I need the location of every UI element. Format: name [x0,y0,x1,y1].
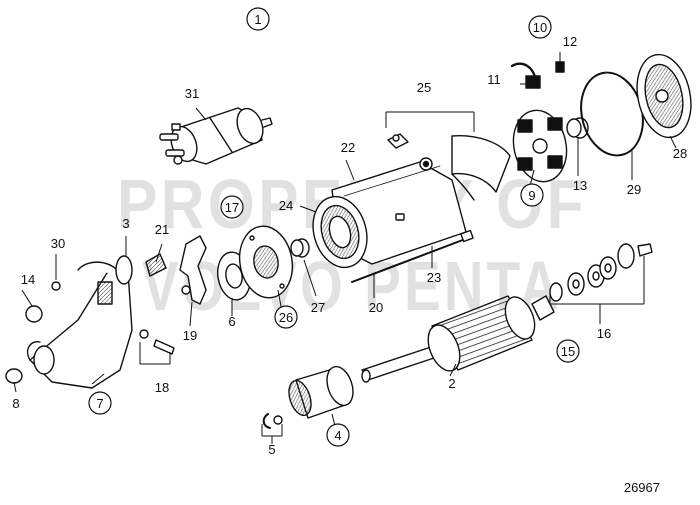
callout-24: 24 [279,198,293,213]
callout-number: 9 [528,188,535,203]
callout-22: 22 [341,140,355,155]
callout-number: 27 [311,300,325,315]
callout-17: 17 [220,195,244,219]
callout-23: 23 [427,270,441,285]
callout-number: 12 [563,34,577,49]
callout-number: 7 [96,396,103,411]
callout-number: 18 [155,380,169,395]
callout-circle [528,15,552,39]
drive-pinion-part [288,365,354,419]
callout-number: 14 [21,272,35,287]
callout-14: 14 [21,272,35,287]
callout-27: 27 [311,300,325,315]
callout-number: 3 [122,216,129,231]
callout-3: 3 [122,216,129,231]
bushing-part [566,117,589,139]
callout-1: 1 [246,7,270,31]
small-bushing-part [5,368,23,384]
callout-number: 13 [573,178,587,193]
through-bolt-part [351,229,474,283]
bearing-plate-part [217,225,310,301]
callout-number: 15 [561,344,575,359]
cover-band-part [387,133,511,201]
callout-number: 22 [341,140,355,155]
callout-number: 2 [448,376,455,391]
callout-2: 2 [448,376,455,391]
pivot-pin-part [139,329,175,355]
gasket-part [115,255,133,285]
callout-10: 10 [528,15,552,39]
callout-16: 16 [597,326,611,341]
callout-circle [274,305,298,329]
plug-part [25,305,43,323]
callout-28: 28 [673,146,687,161]
armature-part [361,295,555,383]
callout-29: 29 [627,182,641,197]
callout-number: 19 [183,328,197,343]
callout-labels: 1234567891011121314151617181920212223242… [12,7,687,457]
callout-7: 7 [88,391,112,415]
drawing-number: 26967 [624,480,660,495]
callout-5: 5 [268,442,275,457]
callout-12: 12 [563,34,577,49]
callout-circle [556,339,580,363]
callout-number: 23 [427,270,441,285]
callout-circle [220,195,244,219]
field-frame-part [312,157,467,269]
callout-number: 4 [334,428,341,443]
callout-number: 21 [155,222,169,237]
washer-stack-part [549,243,653,302]
callout-number: 28 [673,146,687,161]
callout-number: 17 [225,200,239,215]
callout-circle [246,7,270,31]
callout-19: 19 [183,328,197,343]
callout-number: 5 [268,442,275,457]
end-cover-part [636,53,692,139]
callout-25: 25 [417,80,431,95]
callout-15: 15 [556,339,580,363]
callout-13: 13 [573,178,587,193]
callout-31: 31 [185,86,199,101]
leader-lines [13,52,677,444]
callout-number: 30 [51,236,65,251]
callout-number: 11 [487,72,501,87]
callout-circle [520,183,544,207]
callout-number: 10 [533,20,547,35]
callout-26: 26 [274,305,298,329]
callout-number: 29 [627,182,641,197]
callout-8: 8 [12,396,19,411]
callout-number: 1 [254,12,261,27]
stop-ring-part [262,413,283,429]
callout-number: 16 [597,326,611,341]
callout-30: 30 [51,236,65,251]
shift-lever-part [145,235,207,305]
callout-6: 6 [228,314,235,329]
callout-number: 25 [417,80,431,95]
nut-part [51,281,61,291]
callout-circle [88,391,112,415]
callout-21: 21 [155,222,169,237]
brush-spring-part [510,61,565,89]
callout-18: 18 [155,380,169,395]
callout-9: 9 [520,183,544,207]
callout-number: 24 [279,198,293,213]
callout-number: 26 [279,310,293,325]
brush-plate-part [512,109,568,183]
callout-11: 11 [487,72,501,87]
callout-20: 20 [369,300,383,315]
callout-number: 6 [228,314,235,329]
callout-number: 8 [12,396,19,411]
solenoid-part [159,107,273,165]
callout-number: 20 [369,300,383,315]
callout-circle [326,423,350,447]
callout-4: 4 [326,423,350,447]
callout-number: 31 [185,86,199,101]
drive-housing-part [26,261,133,389]
